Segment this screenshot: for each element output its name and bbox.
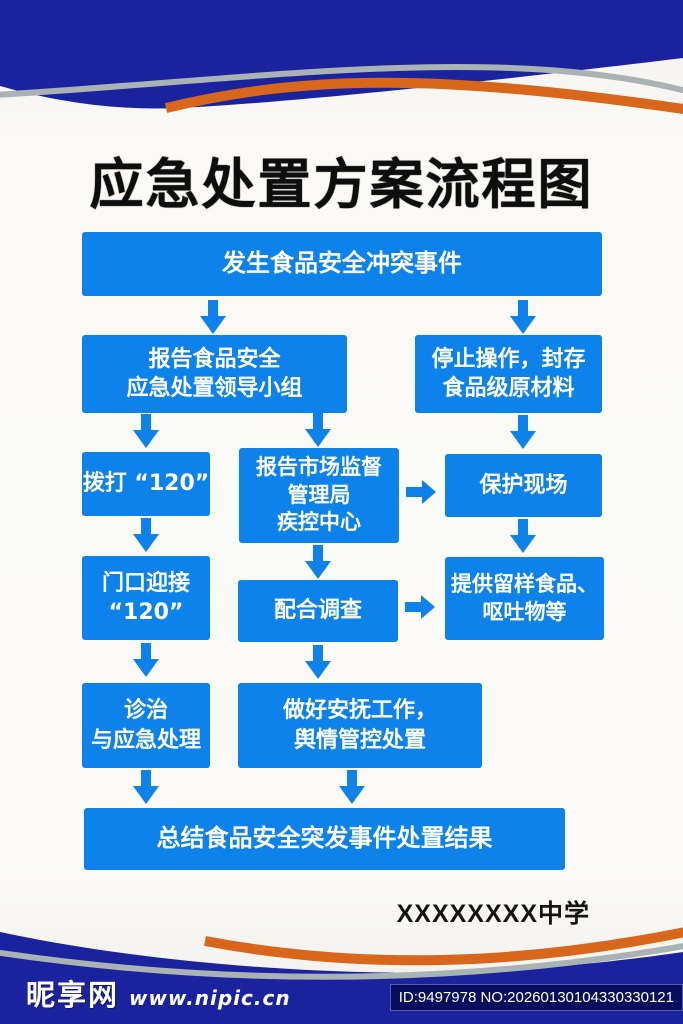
flow-arrow-down-icon	[339, 770, 365, 804]
poster-title: 应急处置方案流程图	[89, 153, 594, 216]
flow-arrow-down-icon	[510, 300, 536, 334]
flow-node-start: 发生食品安全冲突事件	[82, 232, 602, 296]
watermark-site-url: www.nipic.cn	[129, 986, 291, 1010]
flow-arrow-down-icon	[510, 415, 536, 449]
flow-arrow-down-icon	[200, 300, 226, 334]
watermark-site-name: 昵享网	[26, 978, 120, 1012]
flow-arrow-down-icon	[133, 770, 159, 804]
flow-node-stop-seal: 停止操作，封存 食品级原材料	[415, 335, 602, 413]
header-swoosh-graphic	[0, 0, 683, 115]
image-id-badge: ID:9497978 NO:20260130104330330121	[389, 984, 683, 1011]
flow-node-report-team: 报告食品安全 应急处置领导小组	[82, 335, 347, 413]
flow-arrow-down-icon	[133, 643, 159, 677]
flow-node-summary: 总结食品安全突发事件处置结果	[84, 808, 565, 870]
flow-arrow-down-icon	[133, 414, 159, 448]
flow-arrow-down-icon	[305, 545, 331, 579]
flow-arrow-down-icon	[305, 413, 331, 447]
flow-arrow-down-icon	[510, 519, 536, 553]
flow-node-comfort: 做好安抚工作， 舆情管控处置	[238, 683, 482, 768]
flow-node-report-authorities: 报告市场监督 管理局 疾控中心	[239, 448, 399, 543]
flow-node-treatment: 诊治 与应急处理	[82, 683, 210, 768]
flow-arrow-right-icon	[406, 480, 436, 504]
flow-arrow-down-icon	[133, 518, 159, 552]
watermark-brand: 昵享网 www.nipic.cn	[26, 972, 291, 1014]
flow-node-call-120: 拨打 “120”	[82, 452, 210, 516]
flow-node-cooperate: 配合调查	[238, 580, 398, 642]
school-name: XXXXXXXX中学	[396, 900, 590, 928]
flow-node-protect-scene: 保护现场	[445, 454, 602, 517]
flow-arrow-down-icon	[305, 645, 331, 679]
flow-node-meet-120: 门口迎接 “120”	[82, 556, 210, 640]
flow-node-provide-samples: 提供留样食品、 呕吐物等	[445, 557, 604, 640]
flow-arrow-right-icon	[405, 595, 435, 619]
